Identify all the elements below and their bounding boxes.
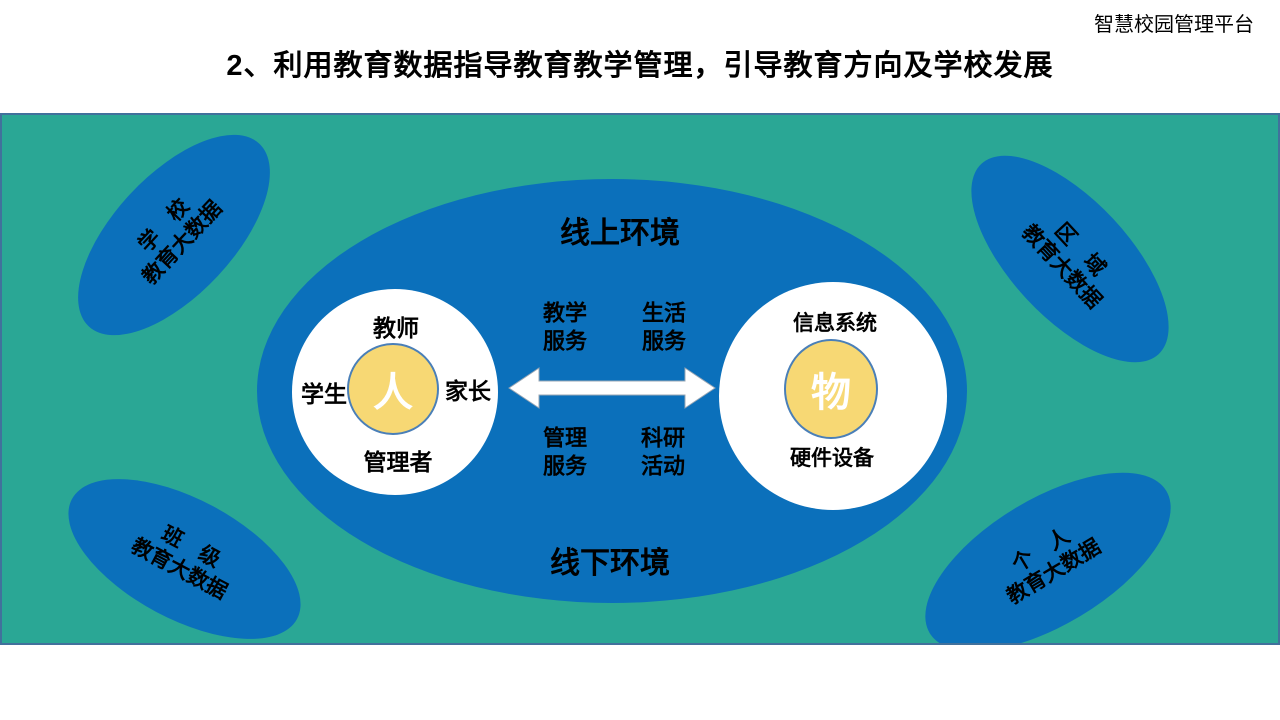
manager-label: 管理者 [363,449,433,475]
platform-label: 智慧校园管理平台 [1094,14,1254,36]
ellipse-class-big-data: 班 级 教育大数据 [43,446,326,643]
research-activity-label: 科研 活动 [640,425,686,479]
hardware-device-label: 硬件设备 [790,447,874,470]
offline-environment-label: 线下环境 [550,547,670,580]
person-core-label: 人 [373,371,413,415]
person-core-circle: 人 [347,343,439,435]
thing-core-label: 物 [811,371,851,415]
ellipse-school-big-data: 学 校 教育大数据 [44,115,304,368]
information-system-label: 信息系统 [793,312,877,335]
teaching-service-label: 教学 服务 [542,300,588,354]
teacher-label: 教师 [373,315,419,341]
ellipse-region-big-data: 区 域 教育大数据 [938,123,1202,395]
student-label: 学生 [301,381,347,407]
parent-label: 家长 [445,378,491,404]
double-arrow-icon [507,360,717,416]
life-service-label: 生活 服务 [641,300,687,354]
management-service-label: 管理 服务 [542,425,588,479]
online-environment-label: 线上环境 [560,217,680,250]
thing-core-circle: 物 [784,339,878,439]
diagram-panel: 学 校 教育大数据 区 域 教育大数据 班 级 教育大数据 个 人 教育大数据 … [0,113,1280,645]
slide-title: 2、利用教育数据指导教育教学管理，引导教育方向及学校发展 [226,50,1054,82]
